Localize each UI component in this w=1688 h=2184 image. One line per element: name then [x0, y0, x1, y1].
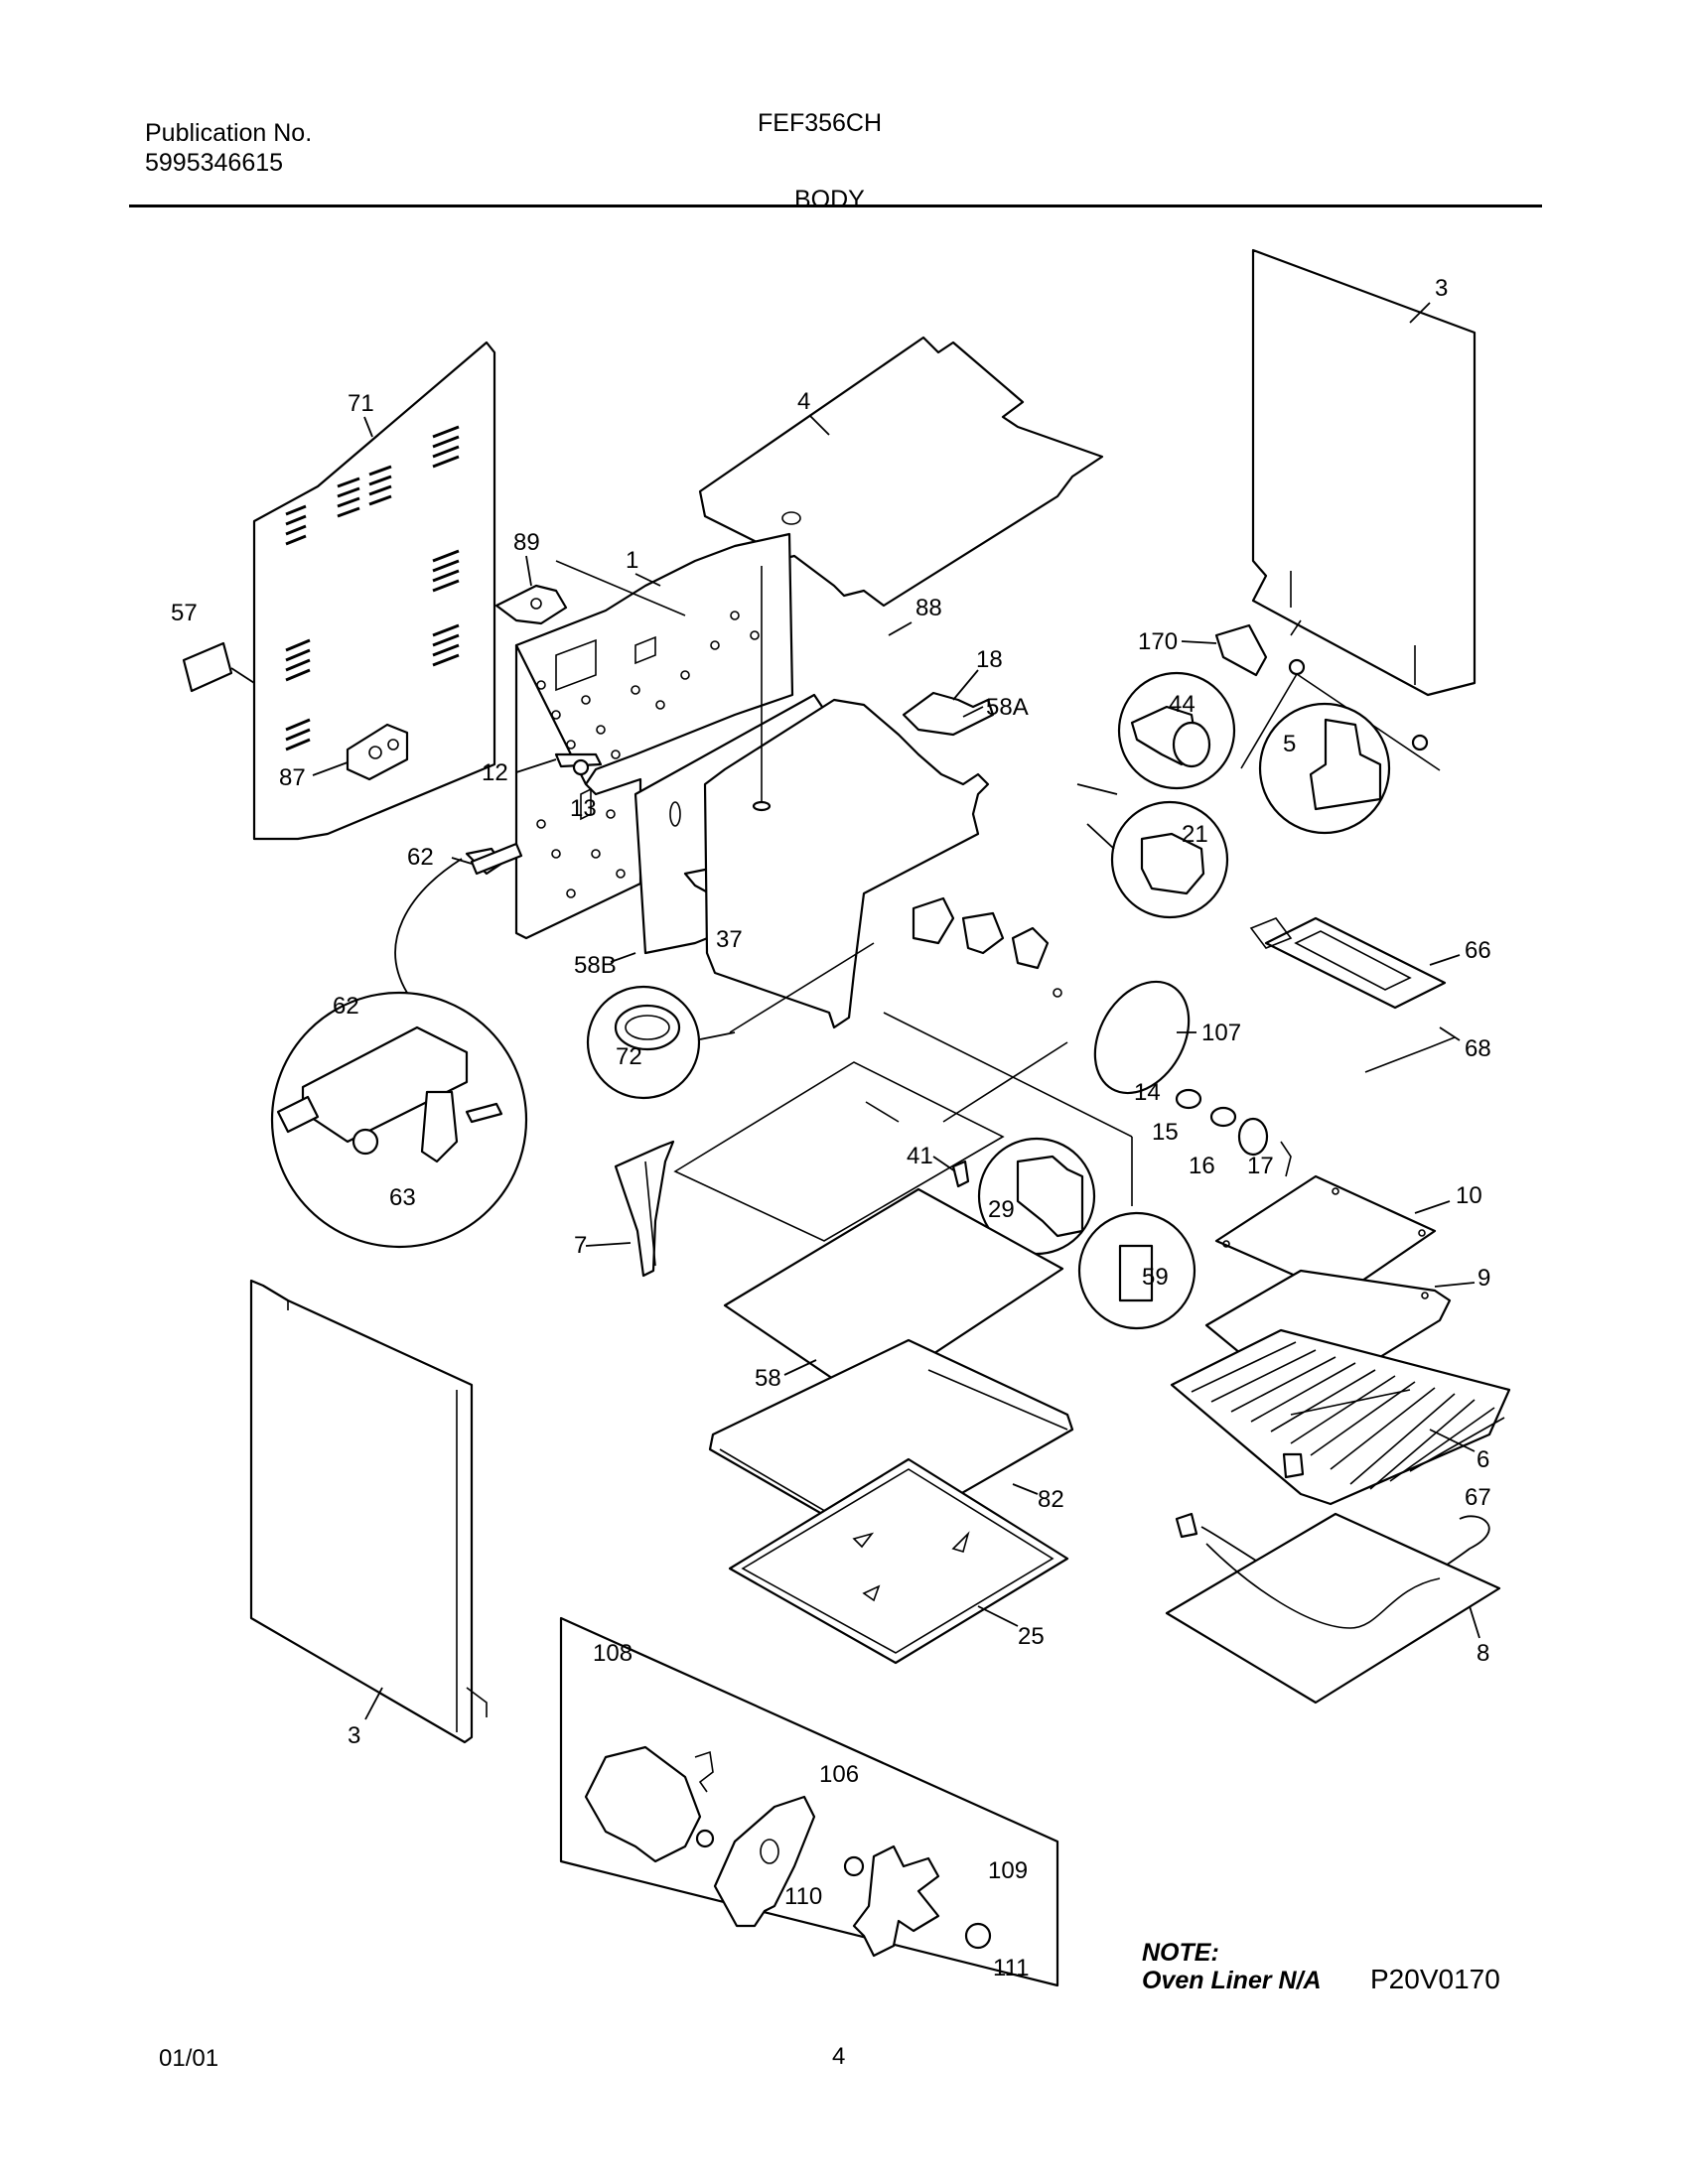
callout-89: 89 — [513, 529, 540, 556]
callout-3-left: 3 — [348, 1722, 360, 1749]
callout-15: 15 — [1152, 1119, 1179, 1146]
part-detail-5 — [1258, 702, 1391, 835]
callout-leaders — [312, 302, 1431, 1172]
callout-111: 111 — [993, 1955, 1029, 1981]
callout-62-detail: 62 — [333, 993, 359, 1020]
callout-41: 41 — [907, 1143, 933, 1169]
callout-9: 9 — [1477, 1265, 1490, 1292]
part-deflector-107 — [1093, 980, 1196, 1095]
callout-87: 87 — [279, 764, 306, 791]
callout-108: 108 — [593, 1640, 633, 1667]
callout-107: 107 — [1201, 1020, 1241, 1046]
part-oven-floor — [673, 1061, 1005, 1242]
part-detail-21 — [1086, 800, 1229, 919]
callout-106: 106 — [819, 1761, 859, 1788]
callout-1: 1 — [626, 547, 638, 574]
callout-3: 3 — [1435, 275, 1448, 302]
part-back-panel — [252, 341, 496, 841]
part-bracket-18 — [902, 691, 995, 737]
leader-lines-center — [729, 942, 1133, 1206]
callout-21: 21 — [1182, 821, 1208, 848]
part-hinge-7 — [585, 1140, 675, 1278]
publication-number: 5995346615 — [145, 149, 284, 177]
part-wire-68 — [1364, 1026, 1461, 1073]
part-detail-62 — [270, 847, 528, 1249]
note-heading: NOTE: — [1142, 1939, 1219, 1967]
convection-fan-inset — [559, 1616, 1059, 1987]
callout-7: 7 — [574, 1232, 587, 1259]
part-side-frame — [494, 532, 794, 940]
callout-18: 18 — [976, 646, 1003, 673]
callout-58: 58 — [755, 1365, 781, 1392]
callout-25: 25 — [1018, 1623, 1045, 1650]
part-detail-44 — [1076, 671, 1236, 795]
footer-date: 01/01 — [159, 2045, 219, 2072]
part-element-bracket — [912, 896, 1062, 998]
part-insulation-58 — [723, 1187, 1064, 1402]
header-rule — [129, 205, 1542, 207]
callout-37: 37 — [716, 926, 743, 953]
callout-44: 44 — [1169, 691, 1196, 718]
page-number: 4 — [832, 2043, 846, 2070]
figure-code: P20V0170 — [1370, 1964, 1500, 1994]
callout-57: 57 — [171, 600, 198, 626]
part-left-side-panel — [249, 1279, 488, 1744]
callout-58b: 58B — [574, 952, 617, 979]
callout-170: 170 — [1138, 628, 1178, 655]
callout-17: 17 — [1247, 1153, 1274, 1179]
callout-72: 72 — [616, 1043, 642, 1070]
callout-66: 66 — [1465, 937, 1491, 964]
callout-68: 68 — [1465, 1035, 1491, 1062]
callout-59: 59 — [1142, 1264, 1169, 1291]
callout-110: 110 — [784, 1883, 822, 1910]
section-title: BODY — [794, 186, 865, 213]
callout-62: 62 — [407, 844, 434, 871]
callout-88: 88 — [915, 595, 942, 621]
callout-6: 6 — [1477, 1446, 1489, 1473]
part-oven-bottom-25 — [728, 1457, 1069, 1665]
part-shield-58a — [703, 566, 990, 1029]
callout-8: 8 — [1477, 1640, 1489, 1667]
part-strip-62 — [470, 842, 523, 876]
callout-67: 67 — [1465, 1484, 1491, 1511]
callout-82: 82 — [1038, 1486, 1064, 1513]
callout-4: 4 — [797, 388, 810, 415]
callout-12: 12 — [482, 759, 508, 786]
part-detail-59 — [1077, 1211, 1196, 1330]
callout-10: 10 — [1456, 1182, 1482, 1209]
callout-14: 14 — [1134, 1079, 1161, 1106]
part-detail-29 — [977, 1137, 1096, 1256]
callout-58a: 58A — [986, 694, 1029, 721]
part-right-side-panel — [1251, 248, 1477, 697]
publication-label: Publication No. — [145, 119, 313, 147]
callout-71: 71 — [348, 390, 374, 417]
callout-63: 63 — [389, 1184, 416, 1211]
part-plate-57 — [182, 641, 255, 693]
part-detail-72 — [586, 985, 736, 1100]
part-screw-12-13 — [554, 752, 603, 776]
callout-29: 29 — [988, 1196, 1015, 1223]
part-oven-rack-6 — [1170, 1328, 1511, 1506]
part-panel-8 — [1165, 1512, 1501, 1705]
part-lamp-assembly — [1175, 1088, 1292, 1177]
callout-5: 5 — [1283, 731, 1296, 757]
callout-16: 16 — [1189, 1153, 1215, 1179]
part-bake-element-66 — [1249, 916, 1461, 1010]
callout-13: 13 — [570, 795, 597, 822]
callout-109: 109 — [988, 1857, 1028, 1884]
note-text: Oven Liner N/A — [1142, 1967, 1322, 1994]
model-number: FEF356CH — [758, 109, 883, 137]
